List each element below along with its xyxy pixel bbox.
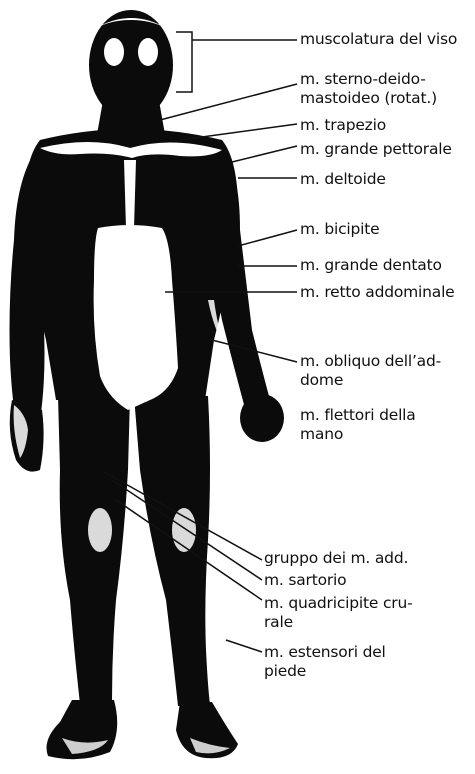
label-obl-line-2: dome <box>300 371 441 390</box>
left-eye-area <box>104 38 124 66</box>
label-rect: m. retto addominale <box>300 283 455 302</box>
ext-leader-line <box>226 640 262 652</box>
label-delt: m. deltoide <box>300 170 386 189</box>
label-flex: m. flettori della mano <box>300 406 416 444</box>
label-obl-line-1: m. obliquo dell’ad- <box>300 352 441 371</box>
right-leg-shape <box>134 396 210 706</box>
scm-leader-line <box>160 84 297 120</box>
bic-leader-line <box>238 230 297 246</box>
label-ext-line-1: m. estensori del <box>264 643 386 662</box>
label-bic-line-1: m. bicipite <box>300 220 380 239</box>
label-pect-line-1: m. grande pettorale <box>300 140 452 159</box>
label-flex-line-1: m. flettori della <box>300 406 416 425</box>
label-ext: m. estensori del piede <box>264 643 386 681</box>
label-rect-line-1: m. retto addominale <box>300 283 455 302</box>
label-quad-line-1: m. quadricipite cru- <box>264 594 412 613</box>
label-scm-line-2: mastoideo (rotat.) <box>300 89 437 108</box>
label-trap-line-1: m. trapezio <box>300 116 386 135</box>
label-flex-line-2: mano <box>300 425 416 444</box>
right-eye-area <box>138 38 158 66</box>
left-leg-shape <box>58 396 130 704</box>
label-add: gruppo dei m. add. <box>264 549 408 568</box>
right-fist-shape <box>240 394 284 442</box>
label-trap: m. trapezio <box>300 116 386 135</box>
label-quad: m. quadricipite cru- rale <box>264 594 412 632</box>
trap-leader-line <box>180 124 297 140</box>
sternum-highlight <box>124 160 136 228</box>
label-pect: m. grande pettorale <box>300 140 452 159</box>
label-quad-line-2: rale <box>264 613 412 632</box>
label-ext-line-2: piede <box>264 662 386 681</box>
label-face-line-1: muscolatura del viso <box>300 30 457 49</box>
label-obl: m. obliquo dell’ad- dome <box>300 352 441 390</box>
face-bracket-line <box>176 32 192 92</box>
left-knee-highlight <box>88 508 112 552</box>
label-delt-line-1: m. deltoide <box>300 170 386 189</box>
label-bic: m. bicipite <box>300 220 380 239</box>
label-sart-line-1: m. sartorio <box>264 571 346 590</box>
label-sart: m. sartorio <box>264 571 346 590</box>
abdomen-highlight <box>94 225 178 410</box>
right-arm-shape <box>206 150 270 412</box>
pect-leader-line <box>232 146 297 162</box>
label-serr: m. grande dentato <box>300 256 442 275</box>
label-face: muscolatura del viso <box>300 30 457 49</box>
label-scm: m. sterno-deido- mastoideo (rotat.) <box>300 70 437 108</box>
right-knee-highlight <box>172 508 196 552</box>
label-serr-line-1: m. grande dentato <box>300 256 442 275</box>
label-scm-line-1: m. sterno-deido- <box>300 70 437 89</box>
label-add-line-1: gruppo dei m. add. <box>264 549 408 568</box>
